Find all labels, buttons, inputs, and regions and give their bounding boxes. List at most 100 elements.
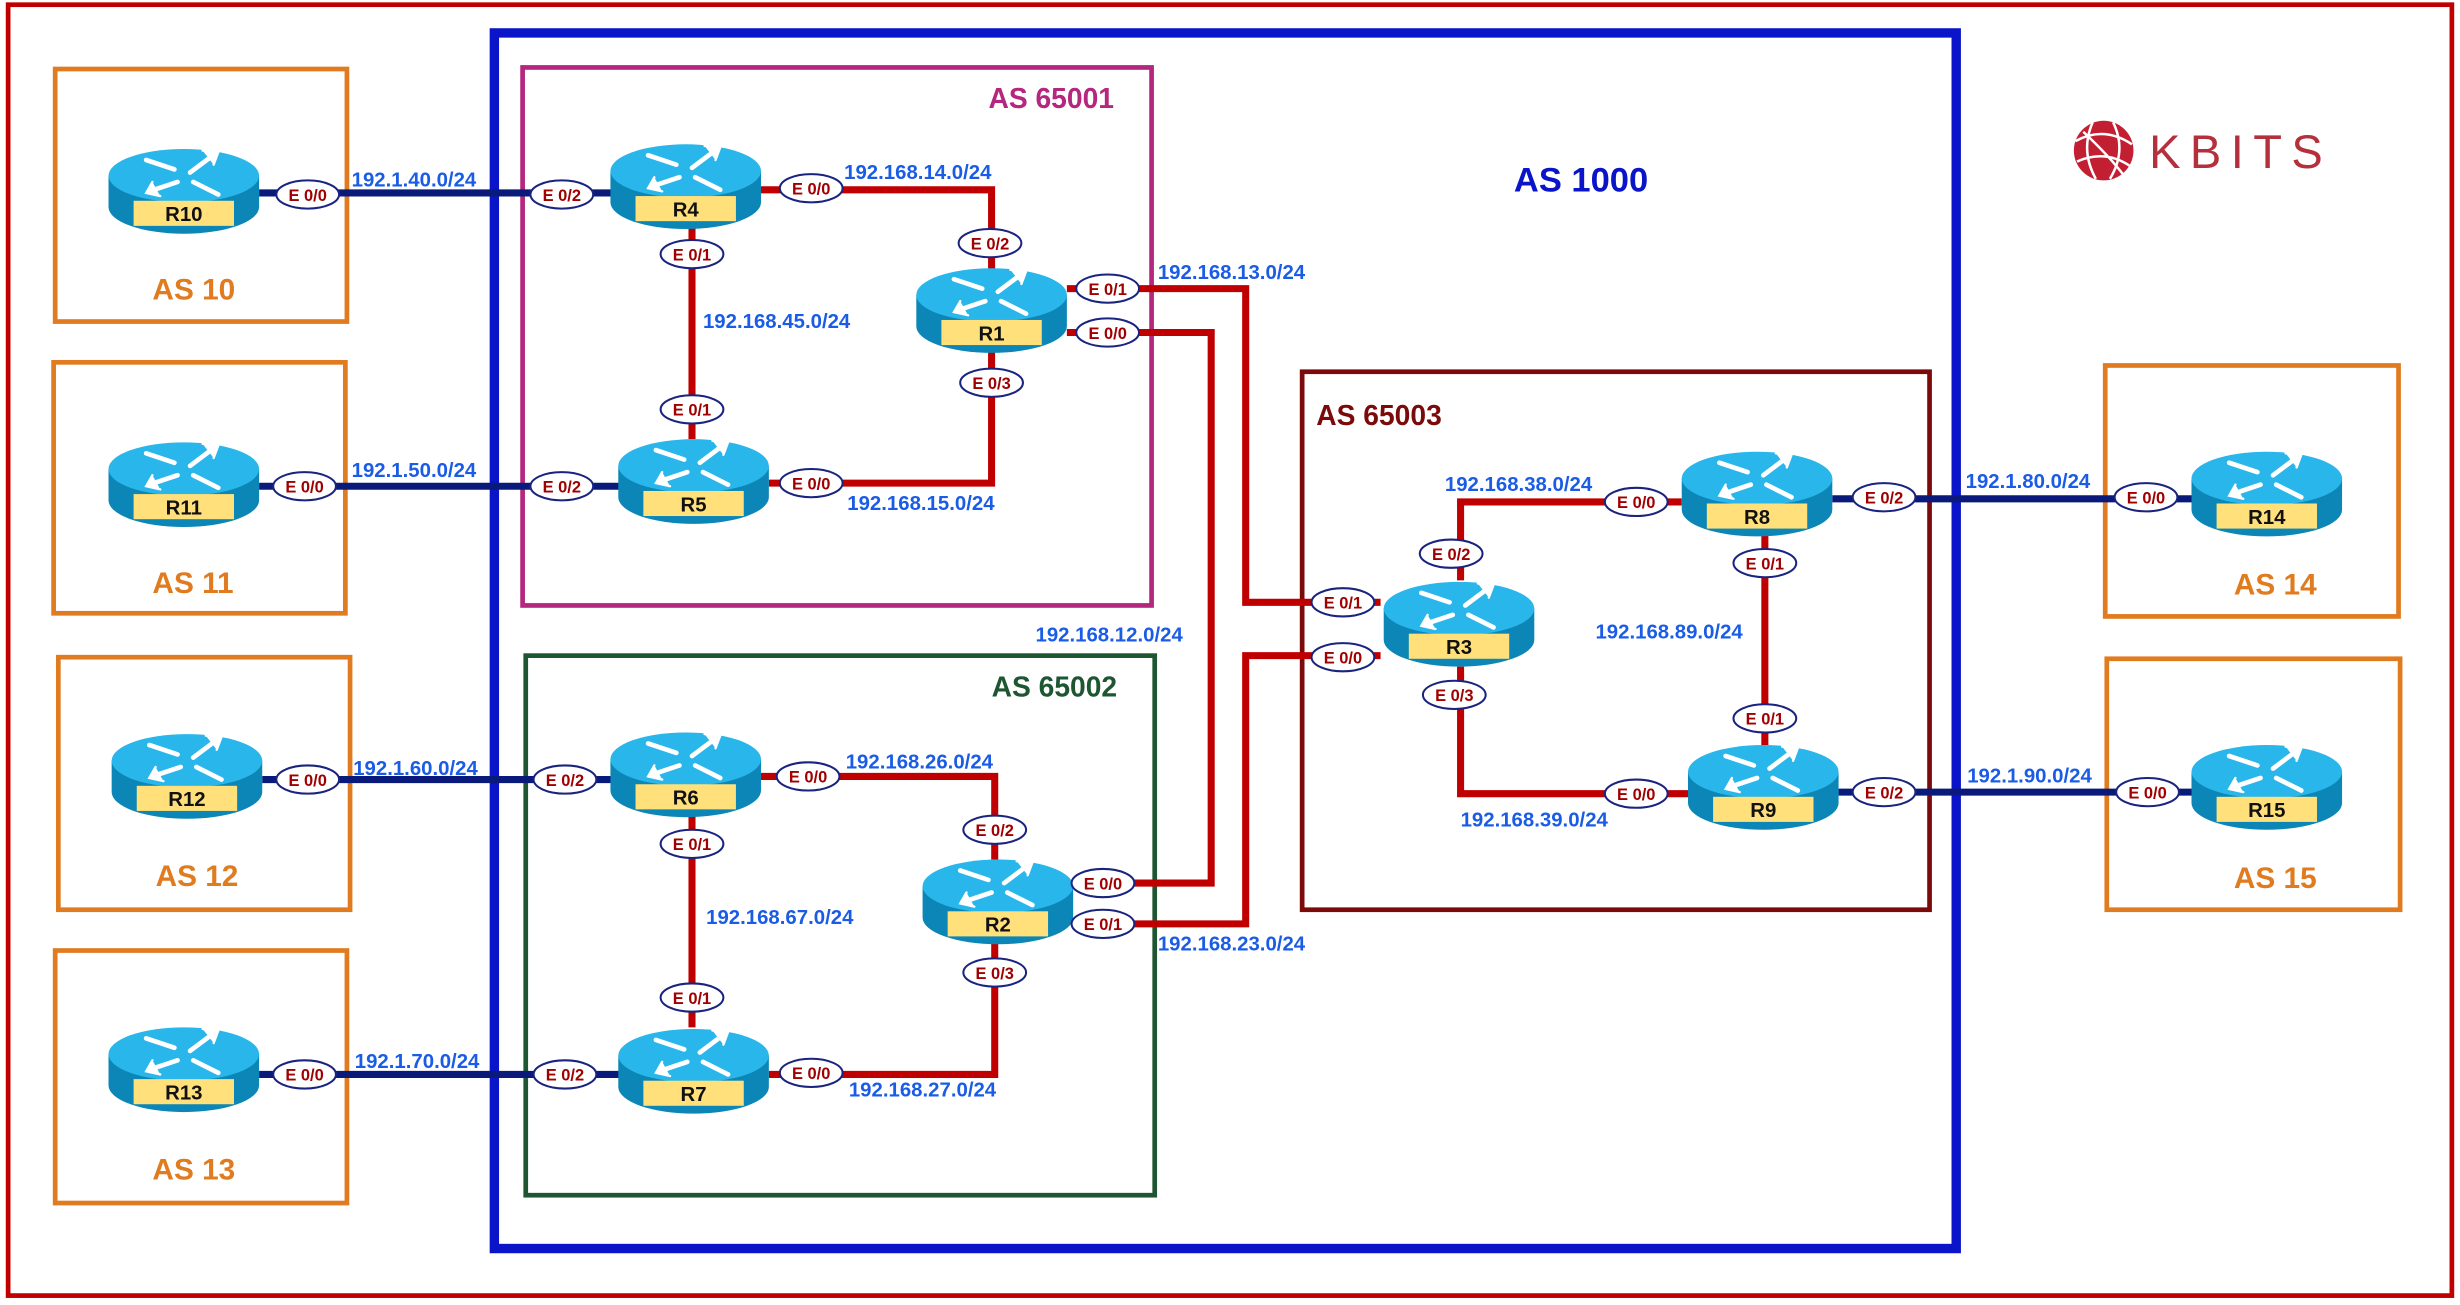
router-arrows-icon	[143, 149, 221, 198]
interface-name: E 0/1	[673, 990, 711, 1008]
interface-name: E 0/1	[673, 402, 711, 420]
router-r12[interactable]: R12	[111, 734, 263, 819]
interface-label: E 0/2	[529, 179, 595, 210]
interface-name: E 0/2	[1432, 546, 1470, 564]
router-r4[interactable]: R4	[610, 144, 762, 230]
subnet-label: 192.168.15.0/24	[847, 493, 995, 515]
interface-name: E 0/2	[976, 822, 1014, 840]
as-label: AS 13	[152, 1154, 235, 1187]
interface-label: E 0/0	[1310, 642, 1376, 673]
subnet-label: 192.168.23.0/24	[1158, 934, 1306, 956]
router-label: R15	[2248, 800, 2285, 822]
interface-name: E 0/2	[1865, 489, 1903, 507]
interface-label: E 0/2	[529, 471, 595, 502]
router-label: R10	[165, 204, 202, 226]
router-r2[interactable]: R2	[922, 859, 1074, 945]
as-14-box	[2102, 363, 2401, 619]
interface-name: E 0/0	[1617, 786, 1655, 804]
interface-name: E 0/0	[792, 475, 830, 493]
router-arrows-icon	[2226, 452, 2304, 500]
subnet-label: 192.1.50.0/24	[352, 460, 477, 482]
as-label: AS 14	[2234, 568, 2317, 601]
subnet-label: 192.168.14.0/24	[844, 162, 992, 184]
router-r1[interactable]: R1	[916, 268, 1067, 353]
router-label: R5	[681, 494, 707, 516]
interface-name: E 0/0	[1617, 494, 1655, 512]
subnet-label: 192.168.39.0/24	[1461, 810, 1609, 832]
router-r14[interactable]: R14	[2191, 451, 2343, 537]
router-r3[interactable]: R3	[1383, 581, 1535, 667]
as-15-box	[2104, 656, 2403, 913]
subnet-label: 192.168.38.0/24	[1445, 474, 1593, 496]
router-r8[interactable]: R8	[1681, 451, 1833, 537]
router-r9[interactable]: R9	[1688, 745, 1839, 830]
interface-name: E 0/1	[1746, 555, 1784, 573]
interface-name: E 0/1	[1084, 916, 1122, 934]
router-label: R12	[168, 789, 205, 811]
interface-label: E 0/0	[275, 179, 341, 210]
router-r5[interactable]: R5	[618, 439, 769, 524]
internal-link	[761, 186, 996, 270]
interface-name: E 0/2	[546, 1067, 584, 1085]
as-65001-box	[520, 65, 1154, 608]
subnet-label: 192.168.13.0/24	[1158, 262, 1306, 284]
interface-label: E 0/2	[962, 814, 1028, 845]
router-label: R4	[673, 199, 700, 221]
router-label: R3	[1446, 637, 1472, 659]
logo-text: KBITS	[2149, 125, 2332, 178]
interface-label: E 0/1	[659, 394, 725, 425]
router-label: R9	[1750, 800, 1776, 822]
as-65003-box	[1299, 369, 1932, 913]
subnet-label: 192.1.40.0/24	[352, 170, 477, 192]
interface-label: E 0/3	[962, 957, 1028, 988]
interface-label: E 0/0	[1603, 778, 1669, 809]
router-label: R11	[166, 497, 202, 519]
interface-label: E 0/1	[1075, 273, 1141, 304]
interface-label: E 0/0	[778, 1057, 844, 1088]
router-r10[interactable]: R10	[108, 149, 260, 234]
as-label: AS 1000	[1514, 161, 1648, 199]
interface-name: E 0/3	[976, 965, 1014, 983]
interface-label: E 0/2	[957, 227, 1023, 259]
interface-name: E 0/2	[546, 772, 584, 790]
router-arrows-icon	[1723, 745, 1801, 794]
interface-name: E 0/1	[673, 246, 711, 264]
internal-link	[1457, 666, 1689, 798]
interface-name: E 0/1	[1324, 595, 1362, 613]
interface-name: E 0/2	[543, 479, 581, 497]
router-label: R13	[165, 1083, 202, 1105]
globe-icon	[2073, 120, 2134, 181]
router-label: R8	[1744, 507, 1770, 529]
as-label: AS 65003	[1316, 399, 1442, 431]
interface-name: E 0/0	[289, 772, 327, 790]
interface-name: E 0/0	[789, 769, 827, 787]
interface-label: E 0/0	[1070, 867, 1136, 899]
interface-label: E 0/0	[2113, 482, 2179, 513]
subnet-label: 192.1.70.0/24	[355, 1051, 480, 1073]
interface-name: E 0/1	[1746, 711, 1784, 729]
interface-name: E 0/2	[971, 235, 1009, 253]
subnet-label: 192.168.12.0/24	[1036, 625, 1184, 647]
router-arrows-icon	[951, 268, 1029, 317]
interface-name: E 0/0	[792, 1065, 830, 1083]
router-r7[interactable]: R7	[618, 1028, 769, 1114]
router-arrows-icon	[1419, 582, 1496, 631]
kbits-logo: KBITS	[2073, 120, 2332, 181]
as-label: AS 12	[156, 860, 239, 893]
router-label: R2	[985, 915, 1011, 937]
outer-border	[5, 2, 2455, 1298]
router-r6[interactable]: R6	[610, 732, 762, 818]
interface-label: E 0/2	[532, 764, 598, 795]
router-arrows-icon	[1717, 452, 1794, 500]
subnet-label: 192.168.27.0/24	[849, 1079, 997, 1101]
subnet-label: 192.168.45.0/24	[703, 311, 851, 333]
router-r11[interactable]: R11	[108, 442, 260, 528]
subnet-label: 192.1.90.0/24	[1967, 766, 2092, 788]
router-label: R7	[681, 1084, 707, 1106]
interface-name: E 0/0	[792, 180, 830, 198]
router-r13[interactable]: R13	[108, 1027, 260, 1113]
router-r15[interactable]: R15	[2191, 745, 2343, 830]
subnet-label: 192.168.67.0/24	[706, 907, 854, 929]
interface-label: E 0/2	[1418, 538, 1484, 569]
